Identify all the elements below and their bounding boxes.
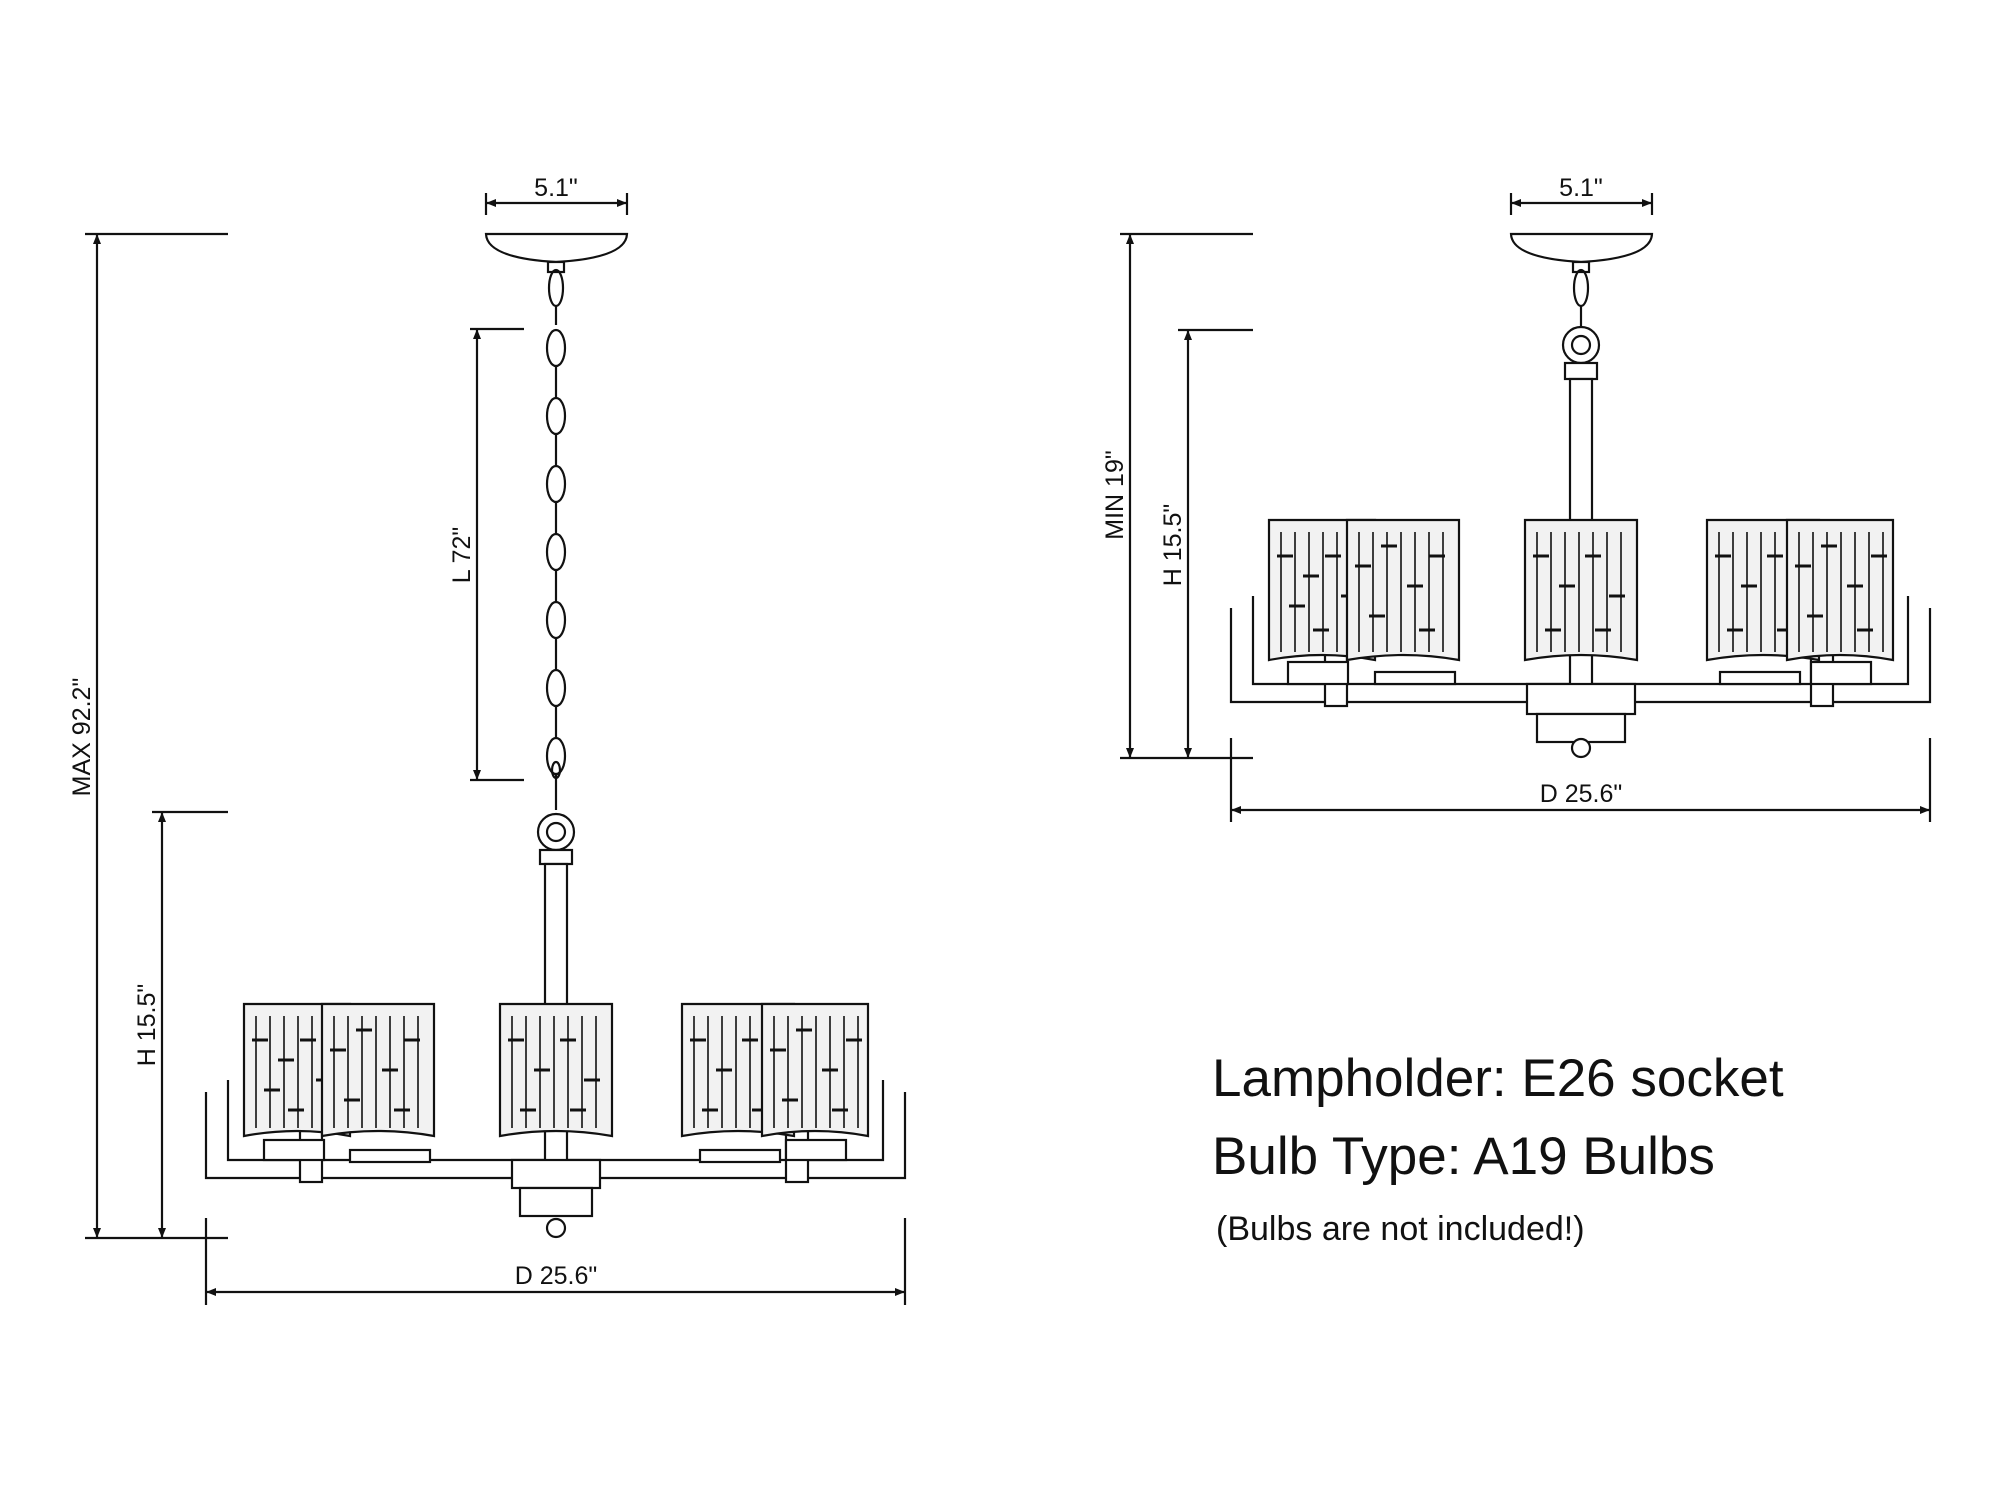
left-shade-5 bbox=[760, 1002, 870, 1138]
left-chandelier-drawing: 5.1" bbox=[68, 174, 907, 1305]
bulb-type-spec: Bulb Type: A19 Bulbs bbox=[1212, 1127, 1715, 1186]
left-diameter-label: D 25.6" bbox=[515, 1262, 598, 1290]
left-fixture-height-dimension: H 15.5" bbox=[133, 810, 228, 1238]
left-chain-length-label: L 72" bbox=[448, 527, 476, 584]
right-diameter-dimension: D 25.6" bbox=[1229, 738, 1932, 822]
left-max-height-dimension: MAX 92.2" bbox=[68, 232, 228, 1240]
right-short-chain bbox=[1561, 268, 1601, 381]
right-chandelier-drawing: 5.1" bbox=[1101, 174, 1932, 822]
left-shade-3 bbox=[498, 1002, 614, 1138]
bulbs-not-included-note: (Bulbs are not included!) bbox=[1216, 1210, 1585, 1248]
right-min-height-label: MIN 19" bbox=[1101, 450, 1129, 539]
left-diameter-dimension: D 25.6" bbox=[204, 1218, 907, 1305]
left-canopy-width-label: 5.1" bbox=[534, 174, 578, 202]
lampholder-spec: Lampholder: E26 socket bbox=[1212, 1049, 1784, 1108]
right-fixture-height-label: H 15.5" bbox=[1159, 504, 1187, 587]
left-stem bbox=[543, 862, 569, 1008]
right-shade-5 bbox=[1785, 518, 1895, 662]
left-max-height-label: MAX 92.2" bbox=[68, 678, 96, 797]
right-fixture-height-dimension: H 15.5" bbox=[1159, 328, 1253, 758]
left-chain bbox=[545, 268, 567, 810]
left-shade-2 bbox=[320, 1002, 436, 1138]
right-canopy-width-dimension: 5.1" bbox=[1509, 174, 1654, 215]
right-shade-3 bbox=[1523, 518, 1639, 662]
right-shade-2 bbox=[1345, 518, 1461, 662]
left-canopy-width-dimension: 5.1" bbox=[484, 174, 629, 215]
right-canopy bbox=[1509, 232, 1654, 264]
left-fixture-height-label: H 15.5" bbox=[133, 984, 161, 1067]
right-stem bbox=[1568, 377, 1594, 529]
left-canopy bbox=[484, 232, 629, 264]
left-chain-length-dimension: L 72" bbox=[448, 327, 524, 782]
right-min-height-dimension: MIN 19" bbox=[1101, 232, 1253, 760]
right-diameter-label: D 25.6" bbox=[1540, 780, 1623, 808]
right-canopy-width-label: 5.1" bbox=[1559, 174, 1603, 202]
